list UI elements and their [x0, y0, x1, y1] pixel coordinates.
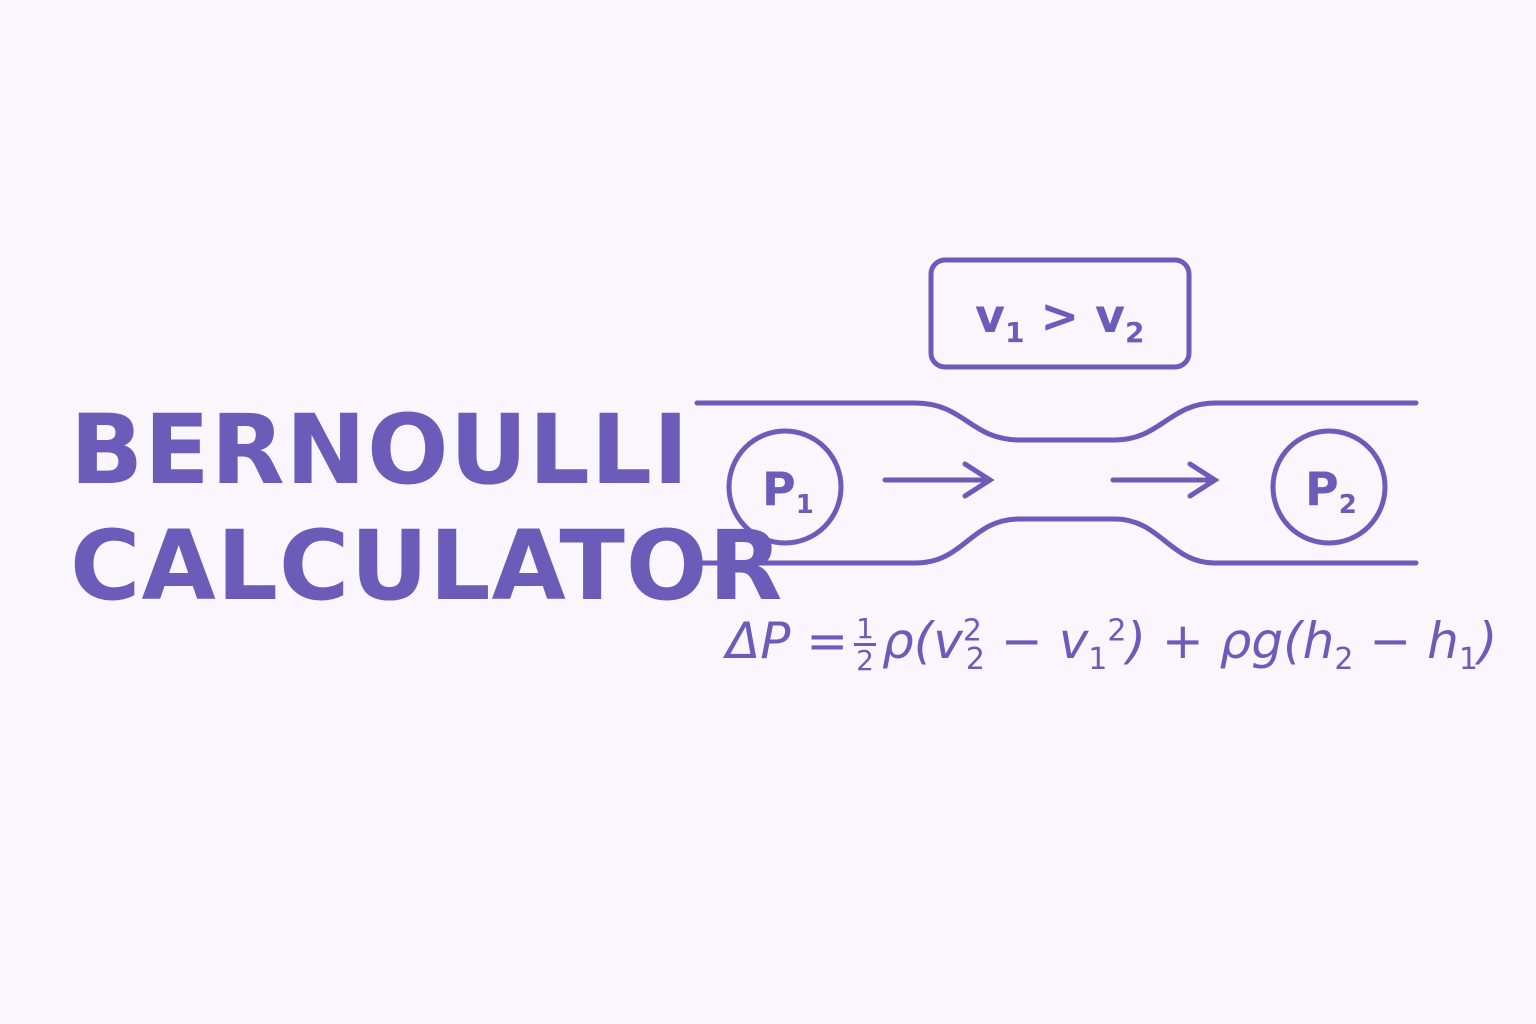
velocity-relation: v1>v2: [975, 289, 1145, 349]
flow-arrow-icon: [882, 461, 995, 499]
pipe-bottom-wall: [694, 516, 1419, 566]
point2-label: P2: [1305, 462, 1357, 520]
title-line-2: CALCULATOR: [70, 510, 784, 622]
flow-arrow-icon: [1110, 461, 1220, 499]
point1-label: P1: [762, 462, 814, 520]
title-line-1: BERNOULLI: [70, 394, 690, 506]
point2-circle: [1270, 428, 1388, 546]
point1-circle: [726, 428, 844, 546]
velocity-box: [928, 257, 1192, 370]
equation-lhs: ΔP =: [726, 612, 849, 670]
pipe-top-wall: [694, 400, 1419, 443]
